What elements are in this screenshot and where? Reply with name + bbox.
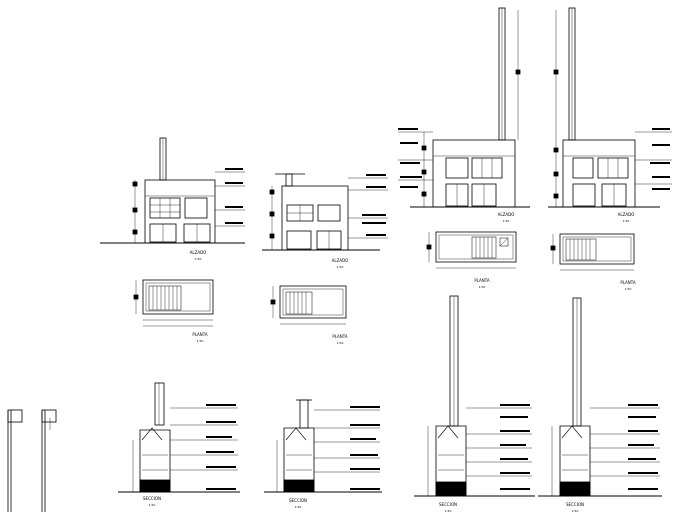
plan-c: [426, 231, 517, 269]
plan-b-title: PLANTA: [332, 334, 348, 339]
wall-detail-left: [7, 409, 57, 512]
plan-a-title: PLANTA: [192, 332, 208, 337]
elevation-b: [262, 173, 388, 251]
plan-b-scale: 1:50: [337, 341, 344, 345]
elevation-d-title: ALZADO: [618, 212, 635, 217]
plan-a-scale: 1:50: [197, 339, 204, 343]
plan-d-title: PLANTA: [620, 280, 636, 285]
plan-b: [270, 285, 347, 325]
elevation-a-scale: 1:50: [195, 257, 202, 261]
elevation-a-title: ALZADO: [190, 250, 207, 255]
elevation-c: [398, 7, 530, 208]
section-b-title: SECCION: [289, 498, 307, 503]
elevation-d: [548, 7, 672, 208]
elevation-b-title: ALZADO: [332, 258, 349, 263]
section-c-title: SECCION: [439, 502, 457, 507]
elevation-a: [100, 137, 245, 244]
section-d: [538, 297, 662, 497]
plan-d: [550, 233, 635, 271]
section-a: [118, 382, 240, 493]
plan-a: [133, 279, 214, 327]
section-b-scale: 1:50: [295, 505, 302, 509]
section-a-title: SECCION: [143, 496, 161, 501]
plan-c-title: PLANTA: [474, 278, 490, 283]
section-d-scale: 1:50: [572, 509, 579, 513]
elevation-b-scale: 1:50: [337, 265, 344, 269]
elevation-c-scale: 1:50: [503, 219, 510, 223]
plan-d-scale: 1:50: [625, 287, 632, 291]
section-c: [414, 295, 535, 497]
elevation-c-title: ALZADO: [498, 212, 515, 217]
section-a-scale: 1:50: [149, 503, 156, 507]
section-d-title: SECCION: [566, 502, 584, 507]
plan-c-scale: 1:50: [479, 285, 486, 289]
section-c-scale: 1:50: [445, 509, 452, 513]
section-b: [264, 399, 382, 493]
elevation-d-scale: 1:50: [623, 219, 630, 223]
